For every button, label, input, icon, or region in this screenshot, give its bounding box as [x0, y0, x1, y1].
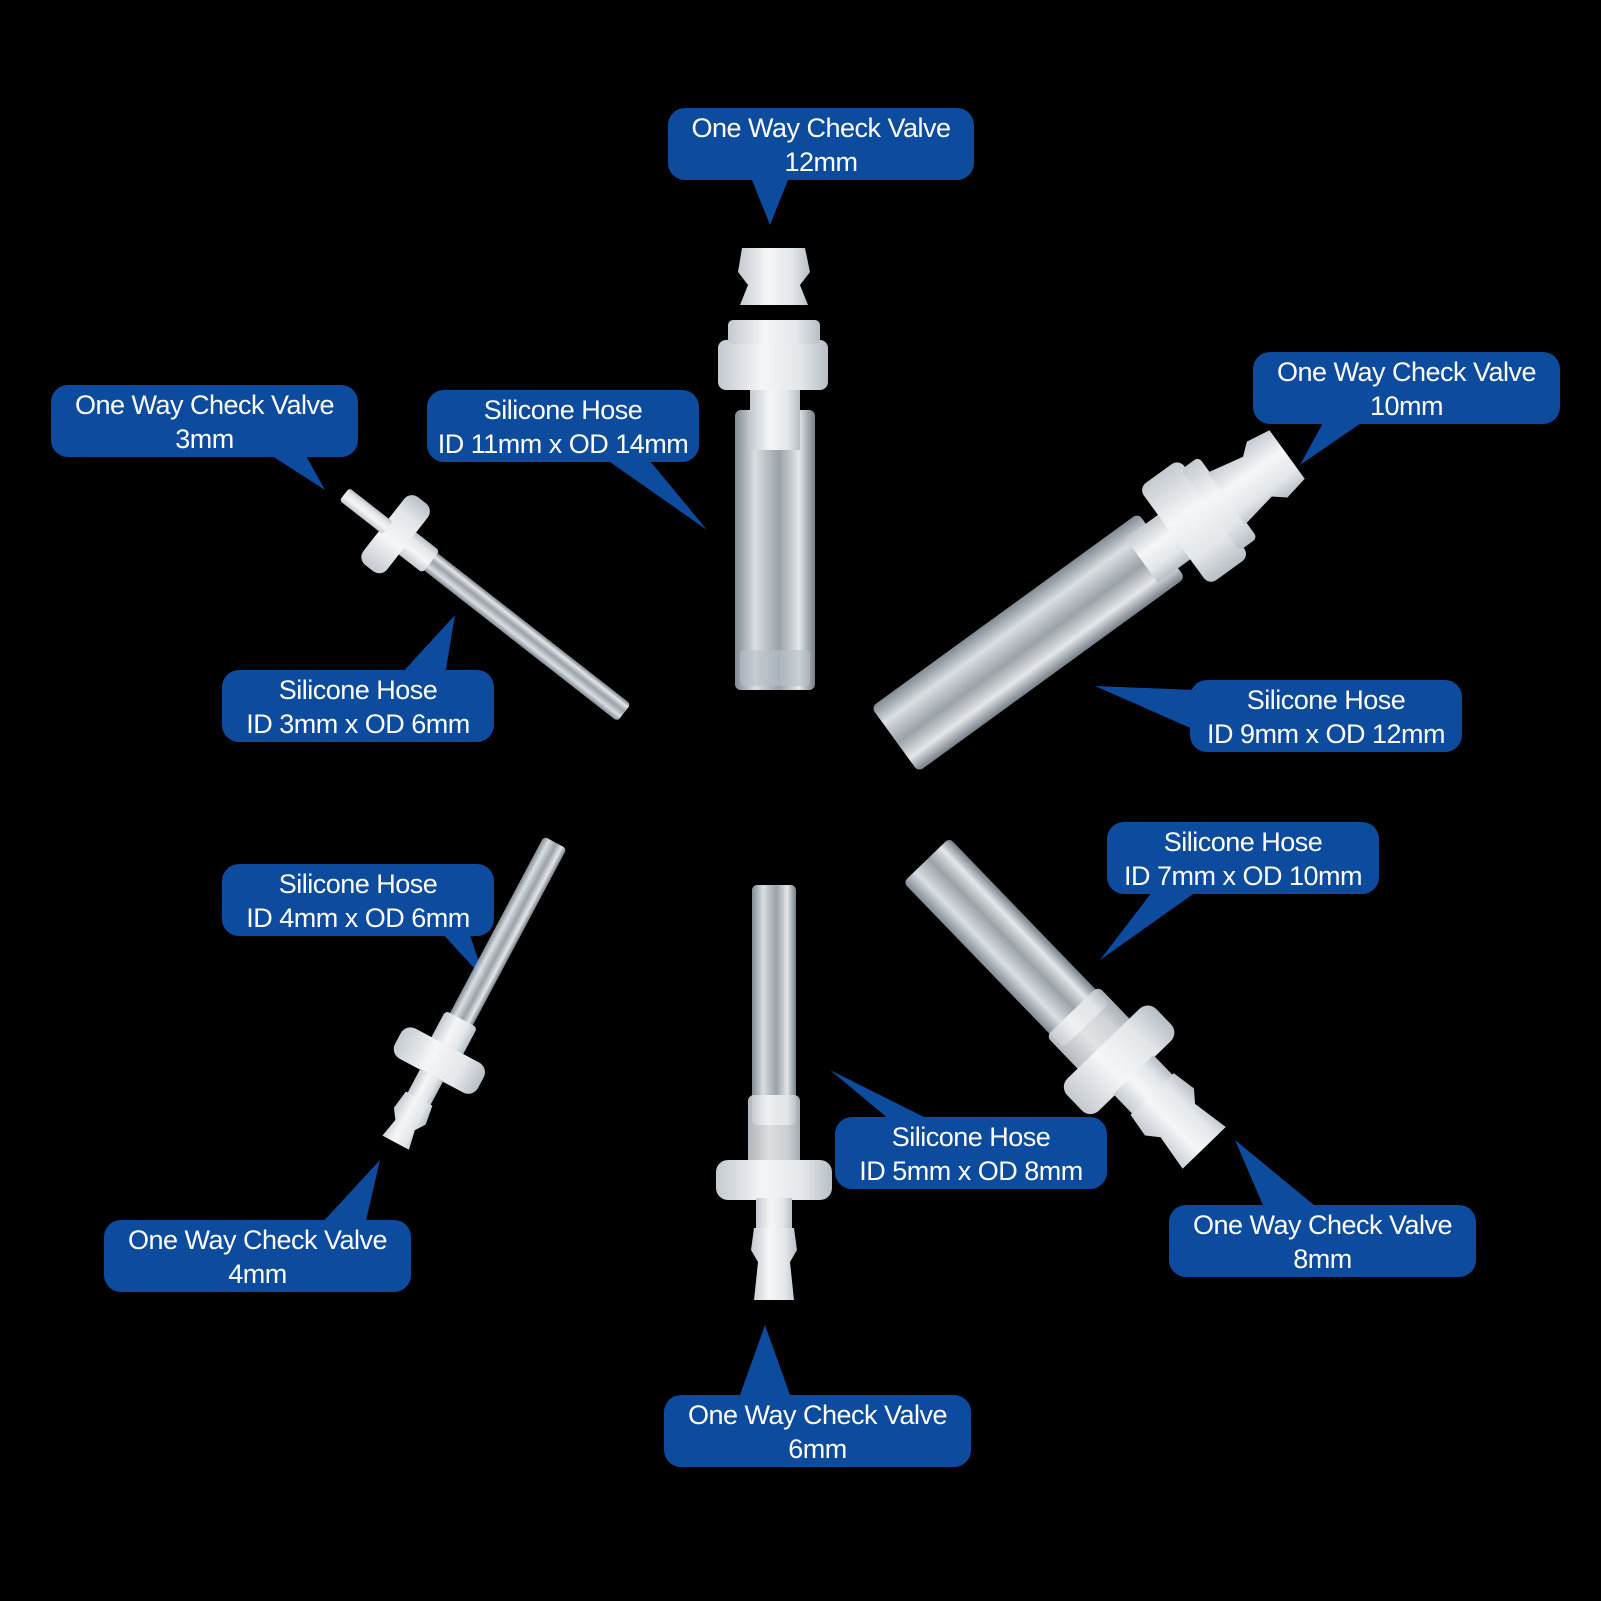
label-valve-4mm-line1: One Way Check Valve [127, 1225, 388, 1255]
label-valve-12mm-line1: One Way Check Valve [691, 113, 951, 143]
label-valve-8mm-line2: 8mm [1293, 1244, 1352, 1274]
valve-8mm-assembly [905, 840, 1226, 1169]
label-valve-10mm-line2: 10mm [1369, 391, 1444, 421]
label-valve-4mm-line2: 4mm [228, 1259, 287, 1289]
label-hose-9x12-line2: ID 9mm x OD 12mm [1206, 719, 1446, 749]
label-valve-4mm: One Way Check Valve 4mm [104, 1220, 411, 1292]
valve-6mm-assembly [716, 885, 832, 1300]
label-hose-5x8-line2: ID 5mm x OD 8mm [859, 1156, 1083, 1186]
label-valve-12mm: One Way Check Valve 12mm [668, 108, 974, 180]
valve-3mm-assembly [340, 489, 630, 720]
label-hose-3x6: Silicone Hose ID 3mm x OD 6mm [222, 670, 494, 742]
label-hose-11x14-line2: ID 11mm x OD 14mm [437, 429, 689, 459]
label-hose-4x6-line1: Silicone Hose [278, 869, 438, 899]
label-valve-6mm: One Way Check Valve 6mm [664, 1395, 971, 1467]
label-hose-3x6-line1: Silicone Hose [278, 675, 438, 705]
label-valve-6mm-line1: One Way Check Valve [687, 1400, 948, 1430]
label-valve-10mm-line1: One Way Check Valve [1276, 357, 1537, 387]
label-valve-8mm-line1: One Way Check Valve [1192, 1210, 1453, 1240]
valve-10mm-assembly [873, 430, 1305, 770]
callout-pointers [255, 175, 1380, 1395]
label-hose-9x12: Silicone Hose ID 9mm x OD 12mm [1190, 680, 1462, 752]
label-hose-5x8-line1: Silicone Hose [891, 1122, 1051, 1152]
valve-4mm-assembly [382, 837, 566, 1150]
label-hose-11x14-line1: Silicone Hose [483, 395, 643, 425]
label-valve-3mm-line2: 3mm [175, 424, 234, 454]
label-valve-12mm-line2: 12mm [784, 147, 858, 177]
label-hose-3x6-line2: ID 3mm x OD 6mm [246, 709, 470, 739]
label-valve-3mm: One Way Check Valve 3mm [51, 385, 358, 457]
label-hose-7x10-line2: ID 7mm x OD 10mm [1123, 861, 1363, 891]
label-valve-6mm-line2: 6mm [788, 1434, 847, 1464]
label-valve-10mm: One Way Check Valve 10mm [1253, 352, 1560, 424]
label-hose-9x12-line1: Silicone Hose [1246, 685, 1406, 715]
label-hose-4x6: Silicone Hose ID 4mm x OD 6mm [222, 864, 494, 936]
label-hose-7x10-line1: Silicone Hose [1163, 827, 1323, 857]
label-hose-7x10: Silicone Hose ID 7mm x OD 10mm [1107, 822, 1379, 894]
label-valve-8mm: One Way Check Valve 8mm [1169, 1205, 1476, 1277]
valve-12mm-assembly [718, 248, 828, 690]
label-hose-4x6-line2: ID 4mm x OD 6mm [246, 903, 470, 933]
label-hose-5x8: Silicone Hose ID 5mm x OD 8mm [835, 1117, 1107, 1189]
label-hose-11x14: Silicone Hose ID 11mm x OD 14mm [427, 390, 699, 462]
label-valve-3mm-line1: One Way Check Valve [74, 390, 335, 420]
